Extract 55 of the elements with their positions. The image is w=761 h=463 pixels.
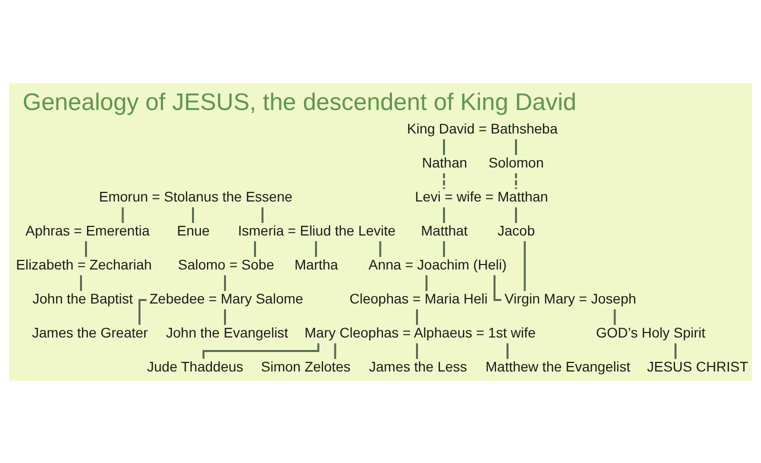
connector [224,308,226,324]
node-text: Martha [294,256,338,272]
node-text: Mary Cleophas = Alphaeus = 1st wife [304,324,536,340]
connector [254,240,256,256]
node-text: Zebedee = Mary Salome [150,290,304,306]
connector [515,206,517,222]
node-text: Emorun = Stolanus the Essene [99,188,292,204]
connector [122,206,124,222]
diagram-title: Genealogy of JESUS, the descendent of King David [22,88,576,116]
node-text: JESUS CHRIST [647,358,748,374]
connector [138,298,146,324]
node-text: Elizabeth = Zechariah [16,256,152,272]
node-text: King David = Bathsheba [407,120,558,136]
node-text: Jacob [498,222,535,238]
connector [443,138,445,154]
node-text: James the Greater [32,324,148,340]
connector [426,274,428,290]
connector [674,342,676,358]
node-text: Aphras = Emerentia [26,222,150,238]
connector [224,274,226,290]
node-text: Matthew the Evangelist [486,358,630,374]
node-text: John the Evangelist [166,324,288,340]
connector [494,274,502,300]
connector [416,308,418,324]
connector [614,308,616,324]
connector [515,138,517,154]
node-text: John the Baptist [32,290,133,306]
connector [443,240,445,256]
node-text: GOD’s Holy Spirit [596,324,706,340]
connector [506,342,508,358]
node-text: Ismeria = Eliud the Levite [238,222,396,238]
connector [315,240,317,256]
connector [192,206,194,222]
connector [443,172,445,188]
node-text: Virgin Mary = Joseph [504,290,636,306]
connector [379,240,382,256]
connector [416,342,418,358]
node-text: Jude Thaddeus [147,358,244,374]
connector [262,206,264,222]
node-text: Solomon [488,154,544,170]
node-text: Anna = Joachim (Heli) [368,256,507,272]
node-text: James the Less [369,358,468,374]
node-text: Cleophas = Maria Heli [350,290,488,306]
node-text: Matthat [421,222,468,238]
node-text: Enue [177,222,210,238]
connector [334,342,336,358]
node-text: Salomo = Sobe [178,256,274,272]
connector [443,206,445,222]
connector [524,240,526,290]
connector [515,172,517,188]
node-text: Simon Zelotes [261,358,350,374]
node-text: Nathan [422,154,468,170]
connector [80,274,82,290]
connector [85,240,87,256]
node-text: Levi = wife = Matthan [415,188,548,204]
